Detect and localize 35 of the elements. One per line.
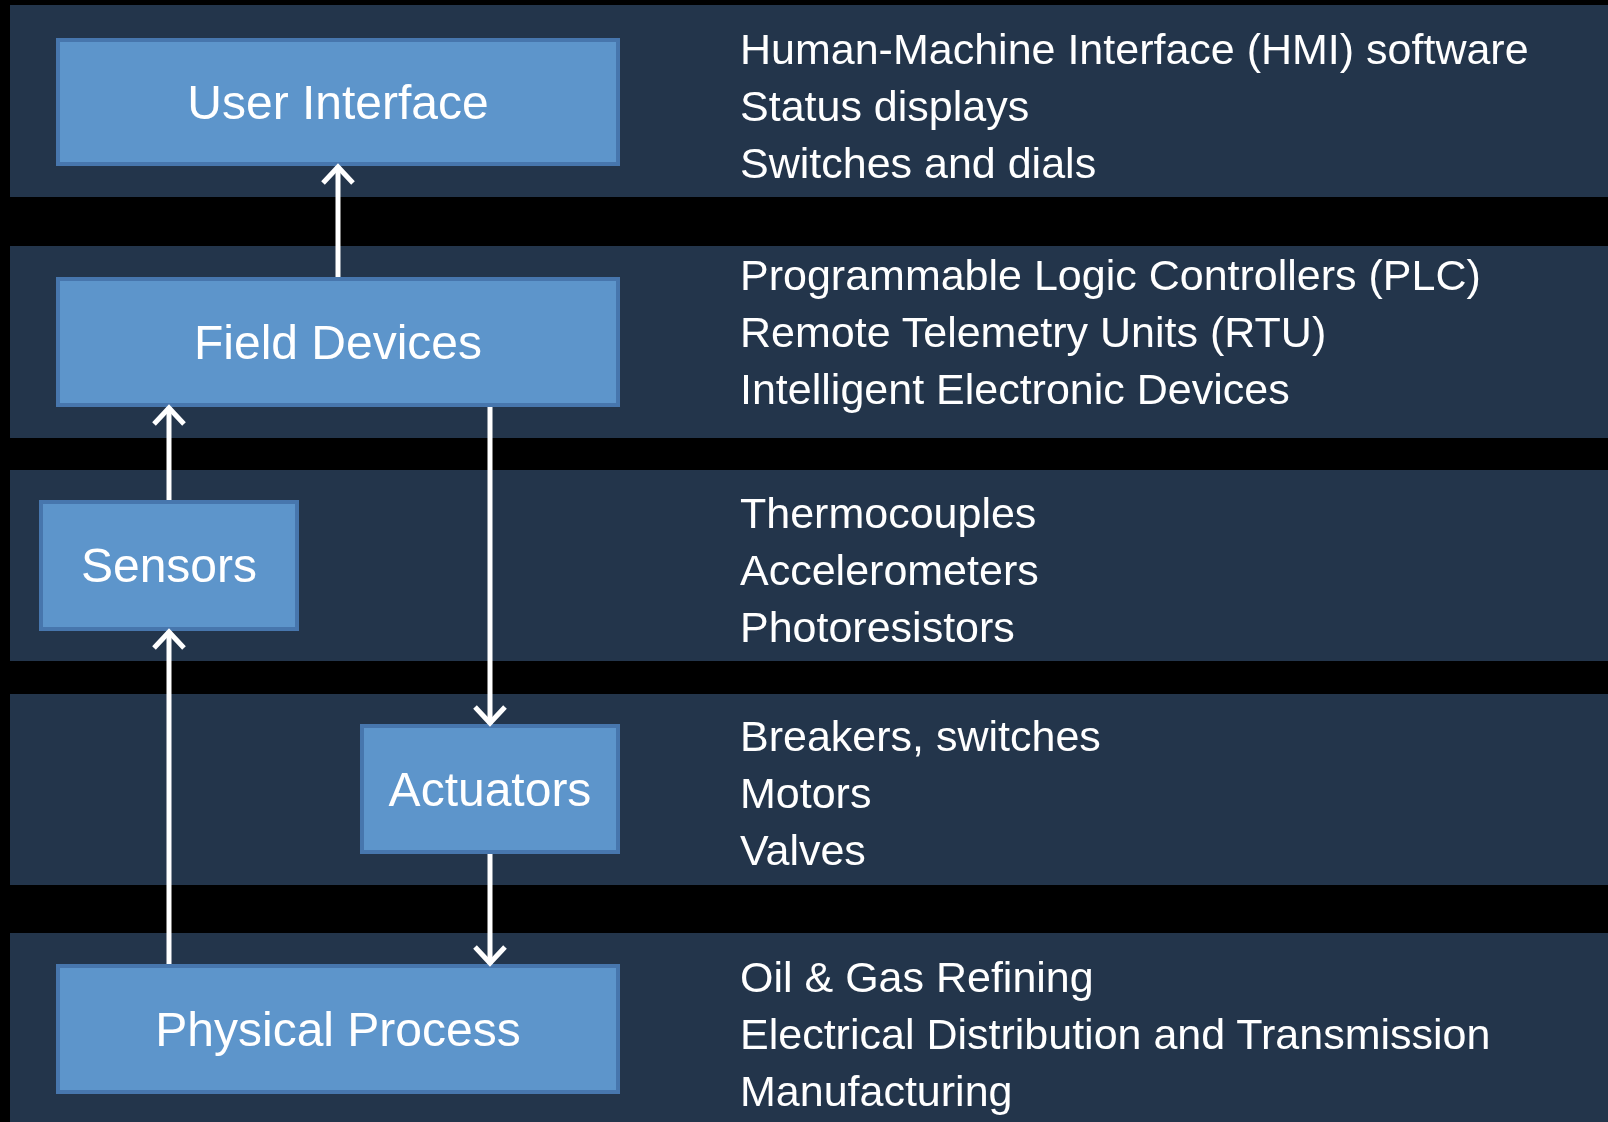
component-box — [56, 277, 620, 407]
arrow — [472, 407, 508, 726]
list-item: Human-Machine Interface (HMI) software — [740, 24, 1529, 75]
list-item: Thermocouples — [740, 488, 1037, 539]
list-item: Oil & Gas Refining — [740, 952, 1094, 1003]
list-item: Motors — [740, 768, 872, 819]
box-label: Physical Process — [155, 1001, 521, 1057]
arrow — [151, 629, 187, 964]
list-item: Electrical Distribution and Transmission — [740, 1009, 1491, 1060]
component-box — [56, 38, 620, 166]
layer-band — [10, 933, 1608, 1122]
box-label: User Interface — [187, 74, 489, 130]
component-box — [56, 964, 620, 1094]
list-item: Manufacturing — [740, 1066, 1013, 1117]
list-item: Status displays — [740, 81, 1030, 132]
box-label: Actuators — [388, 761, 592, 817]
arrow — [151, 405, 187, 500]
layer-band — [10, 470, 1608, 661]
box-label: Field Devices — [193, 314, 483, 370]
list-item: Remote Telemetry Units (RTU) — [740, 307, 1327, 358]
list-item: Breakers, switches — [740, 711, 1101, 762]
layer-band — [10, 5, 1608, 197]
list-item: Photoresistors — [740, 602, 1015, 653]
list-item: Accelerometers — [740, 545, 1039, 596]
list-item: Intelligent Electronic Devices — [740, 364, 1290, 415]
list-item: Programmable Logic Controllers (PLC) — [740, 250, 1481, 301]
list-item: Valves — [740, 825, 866, 876]
arrow — [472, 854, 508, 966]
layer-band — [10, 246, 1608, 438]
list-item: Switches and dials — [740, 138, 1097, 189]
component-box — [360, 724, 620, 854]
arrow — [320, 164, 356, 277]
box-label: Sensors — [80, 538, 258, 593]
layer-band — [10, 694, 1608, 885]
component-box — [39, 500, 299, 631]
